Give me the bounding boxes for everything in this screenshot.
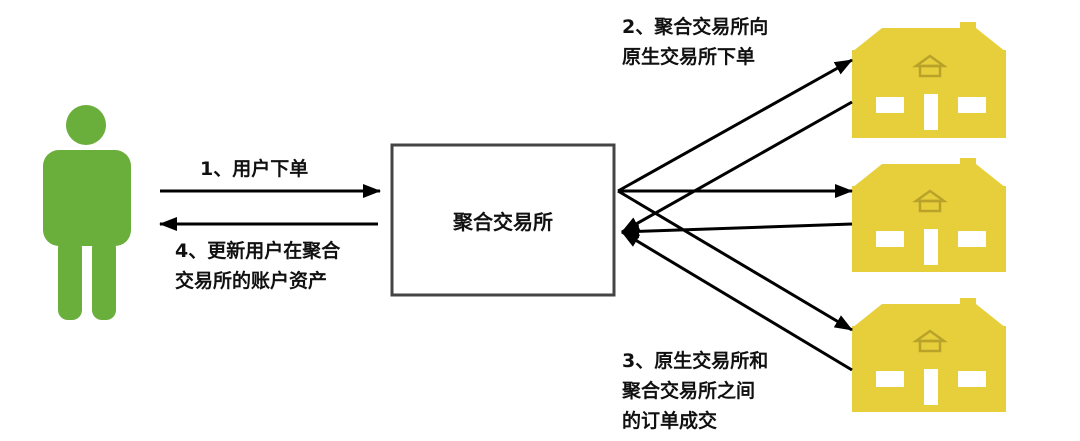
step2-label: 2、聚合交易所向 原生交易所下单 [622, 12, 768, 72]
aggregate-exchange-box [390, 143, 616, 297]
step3-label: 3、原生交易所和 聚合交易所之间 的订单成交 [622, 346, 768, 436]
arrow-aggregator-to-exchange-top [617, 58, 853, 193]
house-icon-middle [852, 158, 1006, 272]
arrow-exchange-top-to-aggregator [621, 100, 853, 234]
aggregate-exchange-label: 聚合交易所 [453, 209, 553, 234]
user-person-icon [43, 105, 131, 320]
arrow-exchange-bottom-to-aggregator [621, 230, 853, 372]
step2-line-1: 2、聚合交易所向 [622, 16, 769, 38]
house-icon-bottom [852, 298, 1006, 412]
step3-line-2: 聚合交易所之间 [622, 380, 756, 402]
step1-label: 1、用户下单 [200, 158, 309, 180]
step4-line-1: 4、更新用户在聚合 [175, 240, 341, 262]
arrow-exchange-middle-to-aggregator [621, 222, 853, 239]
step3-line-1: 3、原生交易所和 [622, 350, 769, 372]
step4-line-2: 交易所的账户资产 [175, 270, 328, 292]
step2-line-2: 原生交易所下单 [622, 46, 756, 68]
step4-label: 4、更新用户在聚合 交易所的账户资产 [175, 236, 340, 296]
step3-line-3: 的订单成交 [622, 410, 718, 432]
arrow-aggregator-to-exchange-bottom [617, 189, 853, 332]
house-icon-top [852, 22, 1006, 138]
